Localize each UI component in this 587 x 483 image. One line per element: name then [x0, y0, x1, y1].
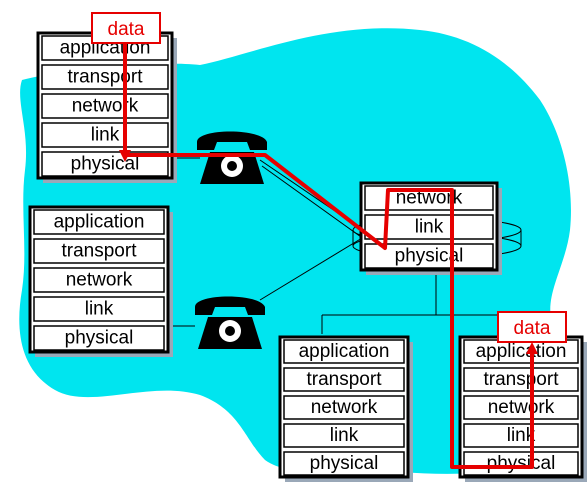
- layer-cell: [33, 238, 165, 264]
- layer-label-physical: physical: [71, 154, 140, 175]
- layer-cell: [463, 451, 579, 476]
- layer-cell: [283, 339, 405, 364]
- layer-cell: [283, 451, 405, 476]
- layer-label-link: link: [330, 425, 359, 446]
- data-label-destination: data: [497, 311, 567, 343]
- layer-label-physical: physical: [395, 246, 464, 267]
- layer-cell: [33, 296, 165, 322]
- layer-label-link: link: [507, 425, 536, 446]
- router-stack: network link physical: [359, 181, 502, 275]
- layer-cell: [463, 367, 579, 392]
- layer-label-application: application: [54, 212, 145, 233]
- layer-label-application: application: [476, 341, 567, 362]
- layer-cell: [41, 122, 169, 148]
- layer-label-physical: physical: [65, 328, 134, 349]
- layer-label-transport: transport: [484, 369, 560, 390]
- layer-label-transport: transport: [307, 369, 383, 390]
- layer-cell: [283, 367, 405, 392]
- layer-label-transport: transport: [62, 241, 138, 262]
- layer-cell: [41, 64, 169, 90]
- layer-label-network: network: [396, 188, 463, 209]
- data-label-text: data: [514, 318, 551, 339]
- layer-label-network: network: [72, 96, 139, 117]
- layer-label-link: link: [91, 125, 120, 146]
- host-c-stack: application transport network link physical: [278, 335, 413, 482]
- telephone-icon: [197, 131, 267, 184]
- layer-label-physical: physical: [310, 453, 379, 474]
- layer-label-link: link: [85, 299, 114, 320]
- layer-label-application: application: [299, 341, 390, 362]
- layer-cell: [463, 423, 579, 448]
- data-label-text: data: [108, 19, 145, 40]
- telephone-icon: [195, 296, 265, 349]
- layer-label-transport: transport: [68, 67, 144, 88]
- layer-label-network: network: [66, 270, 133, 291]
- layer-cell: [33, 209, 165, 235]
- layer-label-link: link: [415, 217, 444, 238]
- layer-cell: [33, 325, 165, 351]
- layer-cell: [283, 423, 405, 448]
- arrowheads: [119, 150, 538, 354]
- layer-cell: [33, 267, 165, 293]
- host-b-stack: application transport network link physical: [28, 205, 173, 357]
- layer-label-network: network: [488, 397, 555, 418]
- layer-label-physical: physical: [487, 453, 556, 474]
- layer-label-network: network: [311, 397, 378, 418]
- host-d-stack: application transport network link physical: [458, 335, 587, 482]
- data-label-source: data: [91, 12, 161, 44]
- layer-cell: [41, 93, 169, 119]
- layer-cell: [283, 395, 405, 420]
- layer-cell: [463, 395, 579, 420]
- data-path: [123, 40, 534, 469]
